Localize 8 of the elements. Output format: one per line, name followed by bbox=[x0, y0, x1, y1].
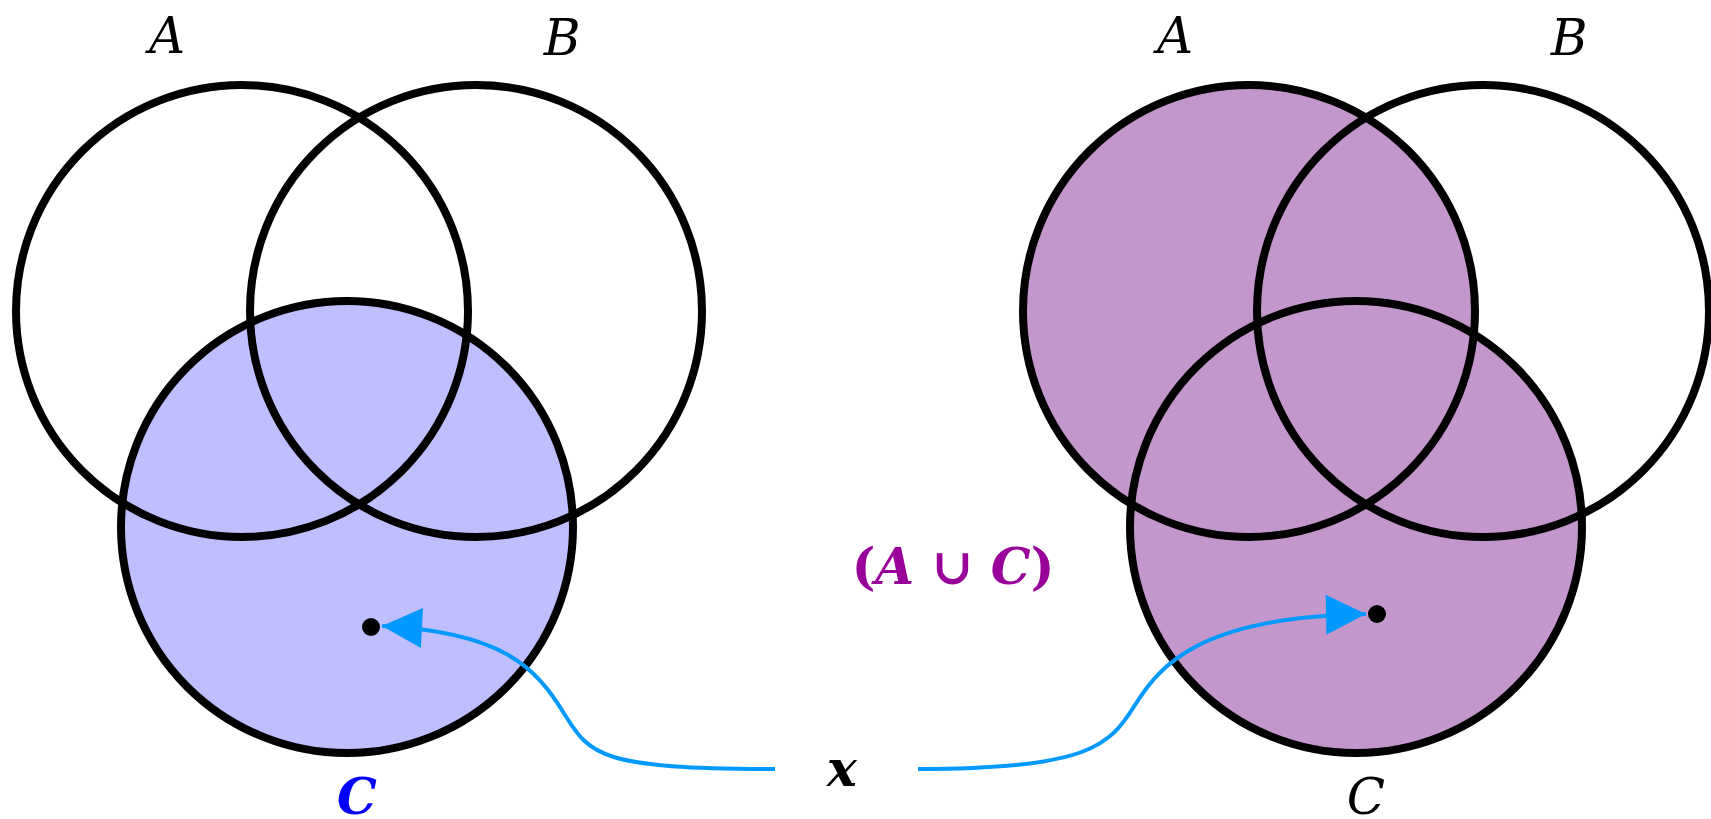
set-expression: (A ∪ C) bbox=[851, 542, 1055, 592]
set-label: C bbox=[1346, 772, 1386, 819]
set-label: C bbox=[337, 772, 377, 819]
curved-arrow bbox=[917, 595, 1367, 771]
set-label: B bbox=[543, 13, 581, 63]
element-label: x bbox=[827, 744, 857, 794]
curved-arrow bbox=[381, 609, 775, 771]
set-label: B bbox=[1550, 13, 1588, 63]
